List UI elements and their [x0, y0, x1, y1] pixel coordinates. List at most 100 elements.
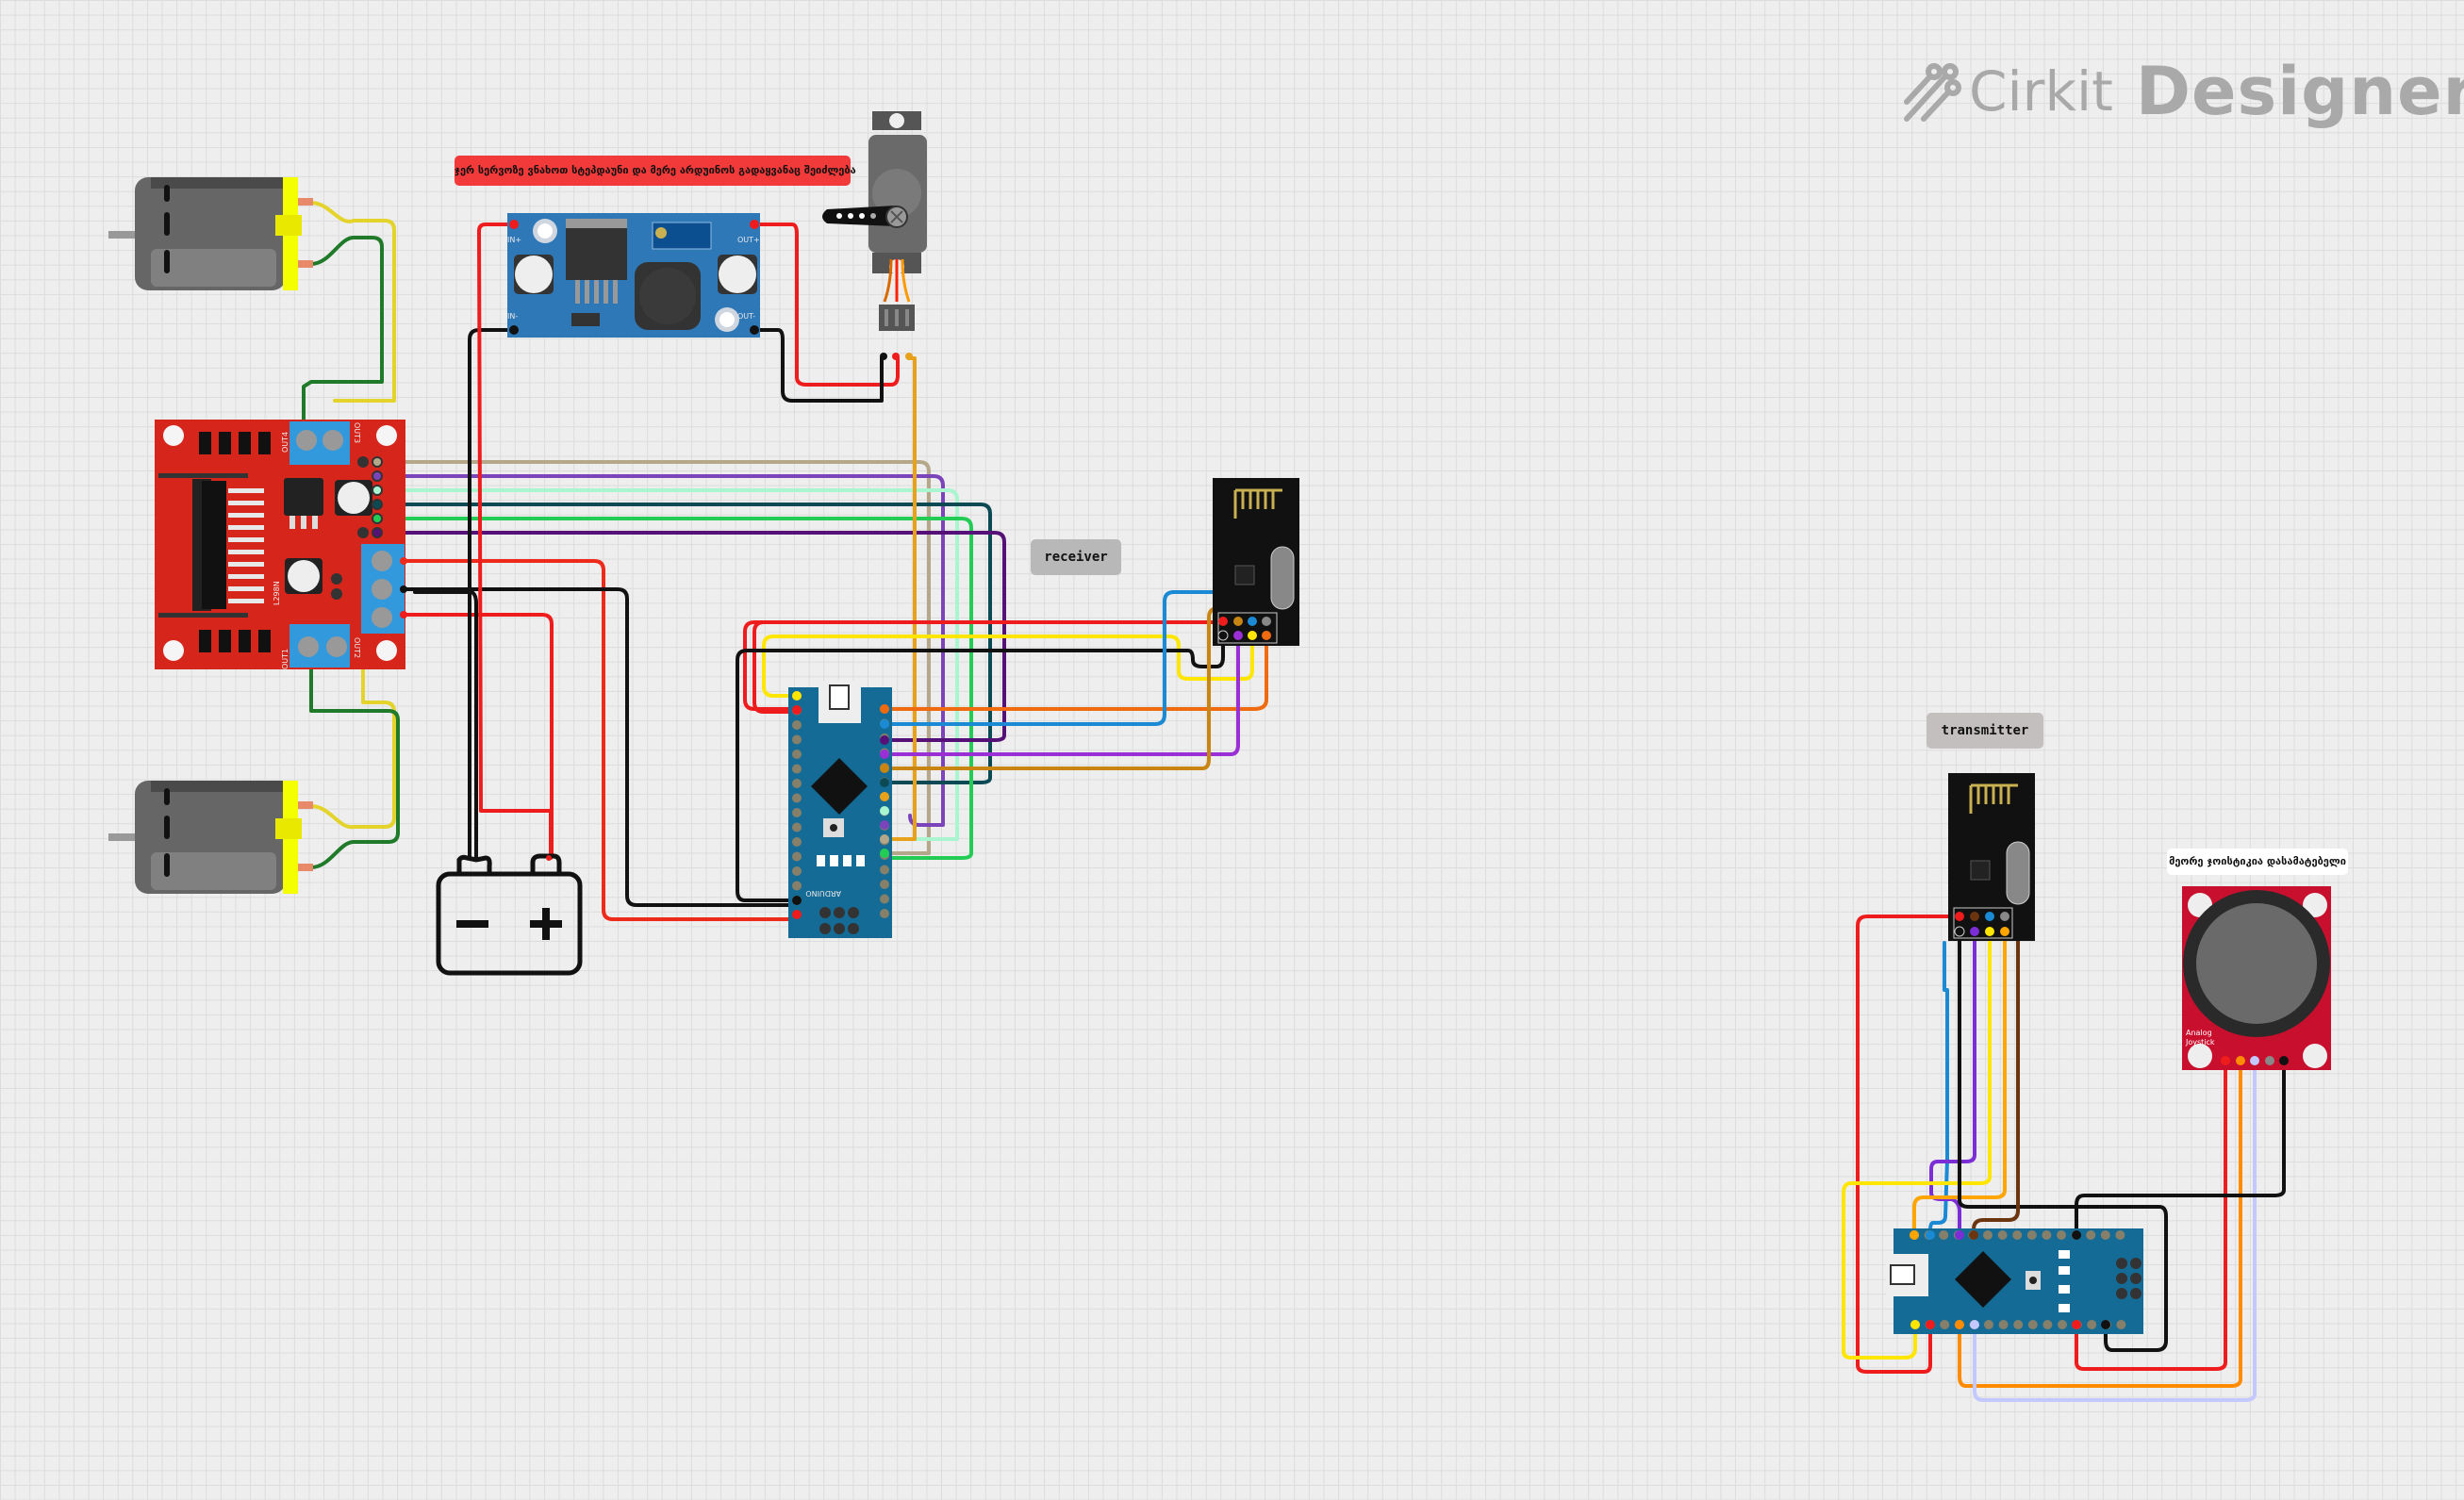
pin-a5[interactable] [792, 808, 802, 817]
pin-d5[interactable] [2012, 1230, 2023, 1240]
pin-d4[interactable] [2026, 1230, 2037, 1240]
terminal-out2: OUT2 [353, 637, 361, 658]
pin-rst[interactable] [880, 880, 889, 889]
nrf24l01-receiver[interactable] [1213, 478, 1299, 646]
pin-5v[interactable] [792, 851, 802, 862]
pin-d7[interactable] [1983, 1230, 1993, 1240]
pin-a3[interactable] [1998, 1320, 2009, 1329]
pin-a6[interactable] [2042, 1320, 2053, 1329]
pin-out-minus: OUT- [737, 312, 755, 321]
pin-out-plus: OUT+ [737, 236, 760, 244]
wire[interactable] [385, 474, 945, 827]
arduino-nano-receiver[interactable]: ARDUINO [788, 681, 892, 938]
wire[interactable] [762, 635, 1254, 698]
servo-motor[interactable] [822, 111, 927, 360]
pin-a2[interactable] [792, 764, 802, 774]
pin-a4[interactable] [792, 793, 802, 803]
battery[interactable] [436, 853, 583, 976]
analog-joystick[interactable]: Analog Joystick [2182, 886, 2331, 1070]
pin-rst[interactable] [2086, 1230, 2096, 1240]
wire[interactable] [2075, 1059, 2227, 1371]
pin-gnd[interactable] [792, 881, 802, 891]
pin-tx1[interactable] [880, 909, 889, 918]
wire[interactable] [1856, 915, 1961, 1374]
buck-converter[interactable]: IN+ IN- OUT+ OUT- [507, 213, 760, 338]
terminal-out3: OUT3 [353, 422, 361, 443]
wire[interactable] [752, 328, 884, 403]
pin-a2[interactable] [1984, 1320, 1993, 1329]
pin-a5[interactable] [2027, 1320, 2038, 1329]
wire[interactable] [736, 639, 1225, 902]
wire[interactable] [1842, 930, 1992, 1360]
receiver-label[interactable]: receiver [1031, 539, 1121, 575]
servo-stepdown-note[interactable]: ჯერ სერვოზე ვნახოთ სტეპდაუნი და მერე არდ… [455, 156, 856, 186]
wire[interactable] [385, 460, 931, 855]
wire[interactable] [309, 201, 396, 403]
pin-ref[interactable] [1940, 1320, 1950, 1329]
logo-text-designer: Designer [2135, 53, 2464, 130]
terminal-out1: OUT1 [281, 649, 289, 669]
wire[interactable] [385, 517, 973, 860]
board-label: ARDUINO [805, 889, 841, 898]
pin-a1[interactable] [792, 750, 802, 759]
wire[interactable] [402, 613, 554, 855]
arduino-nano-transmitter[interactable] [1886, 1228, 2143, 1334]
wire[interactable] [477, 223, 553, 860]
wire[interactable] [413, 590, 478, 860]
pin-rst[interactable] [2087, 1320, 2097, 1329]
pin-in-plus: IN+ [507, 236, 521, 244]
wire[interactable] [752, 223, 900, 387]
wire[interactable] [743, 620, 1225, 711]
wire[interactable] [1929, 930, 1976, 1237]
wire[interactable] [885, 356, 917, 841]
wires [302, 201, 2286, 1402]
joystick-label-1: Analog [2186, 1029, 2212, 1037]
wire[interactable] [402, 559, 794, 921]
circuit-traces-icon [1904, 63, 1961, 122]
wire[interactable] [385, 503, 992, 784]
pin-vin[interactable] [2116, 1320, 2126, 1329]
pin-a4[interactable] [2013, 1320, 2024, 1329]
pin-in-minus: IN- [507, 312, 518, 321]
pin-rx0[interactable] [2100, 1230, 2110, 1240]
wire[interactable] [385, 488, 959, 841]
pin-rx0[interactable] [880, 894, 889, 904]
pin-ref[interactable] [792, 720, 802, 730]
cirkit-designer-logo: Cirkit Designer [1903, 49, 2464, 134]
joystick-note[interactable]: მეორე ჯოისტიკია დასამატებელი [2167, 849, 2348, 875]
pin-gnd[interactable] [880, 865, 889, 875]
dc-motor-top[interactable] [108, 177, 313, 290]
pin-d3[interactable] [2042, 1230, 2052, 1240]
wire[interactable] [885, 606, 1240, 770]
wire[interactable] [1958, 1059, 2242, 1388]
nrf24l01-transmitter[interactable] [1948, 773, 2035, 941]
wire[interactable] [885, 635, 1240, 756]
pin-d10[interactable] [1939, 1230, 1949, 1240]
joystick-label-2: Joystick [2185, 1038, 2215, 1047]
wire[interactable] [309, 663, 400, 869]
pin-a6[interactable] [792, 822, 802, 832]
l298n-motor-driver[interactable]: L298N OUT4 OUT3 OUT1 OUT2 [155, 420, 407, 669]
transmitter-label[interactable]: transmitter [1927, 713, 2043, 749]
wire[interactable] [1973, 1059, 2257, 1402]
pin-d2[interactable] [2057, 1230, 2066, 1240]
pin-a3[interactable] [792, 779, 802, 788]
pin-a0[interactable] [792, 734, 802, 745]
wire[interactable] [402, 587, 794, 907]
terminal-out4: OUT4 [281, 432, 289, 453]
pin-d6[interactable] [1997, 1230, 2008, 1240]
wire[interactable] [1928, 941, 1949, 1237]
pin-a7[interactable] [2058, 1320, 2067, 1329]
pin-rst[interactable] [792, 866, 802, 876]
wire[interactable] [2075, 1059, 2286, 1237]
wire[interactable] [885, 635, 1268, 711]
pin-a7[interactable] [792, 837, 802, 847]
pin-tx1[interactable] [2115, 1230, 2125, 1240]
wire[interactable] [309, 663, 396, 830]
wire[interactable] [1958, 930, 2168, 1352]
wire[interactable] [385, 531, 1006, 742]
wire[interactable] [302, 236, 384, 421]
dc-motor-bottom[interactable] [108, 781, 313, 894]
logo-text-cirkit: Cirkit [1969, 59, 2113, 124]
